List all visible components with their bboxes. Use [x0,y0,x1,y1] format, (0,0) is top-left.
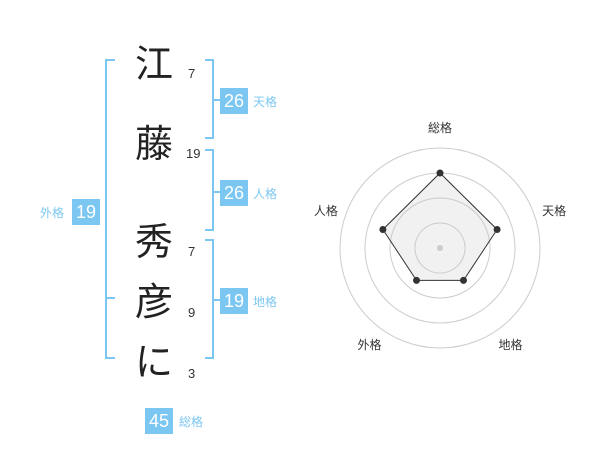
radar-polygon [382,172,498,281]
radar-ring [414,222,466,274]
radar-point [493,226,501,233]
tenkaku-label: 天格 [253,95,278,109]
stroke-count-3: 7 [188,244,196,259]
radar-axis-label: 人格 [314,203,338,218]
radar-axis-label: 外格 [357,337,381,352]
name-char-3: 秀 [134,220,173,264]
chikaku-label: 地格 [253,295,278,309]
radar-axis-label: 総格 [428,120,452,135]
gaikaku-value-badge: 19 [72,199,100,225]
radar-point [413,276,420,284]
gaikaku-bracket [105,59,115,359]
jinkaku-value-badge: 26 [220,180,248,206]
soukaku-label: 総格 [179,415,204,429]
chikaku-value-badge: 19 [220,288,248,314]
stroke-count-2: 19 [186,146,201,161]
radar-ring [389,197,491,299]
radar-axis-label: 地格 [498,337,522,352]
radar-point [379,226,387,233]
radar-axis-label: 天格 [542,203,566,218]
radar-ring [339,147,541,349]
gaikaku-label: 外格 [40,206,65,220]
radar-center [437,245,443,251]
radar-point [460,276,467,284]
name-char-2: 藤 [134,122,173,166]
tenkaku-value-badge: 26 [220,88,248,114]
stroke-count-5: 3 [188,366,196,381]
name-char-5: に [134,340,173,384]
jinkaku-bracket [205,149,214,231]
soukaku-value-badge: 45 [145,408,173,434]
stroke-count-1: 7 [188,66,196,81]
radar-point [436,169,444,177]
stroke-count-4: 9 [188,305,196,320]
name-char-4: 彦 [134,280,173,324]
jinkaku-label: 人格 [253,187,278,201]
name-char-1: 江 [134,42,173,86]
